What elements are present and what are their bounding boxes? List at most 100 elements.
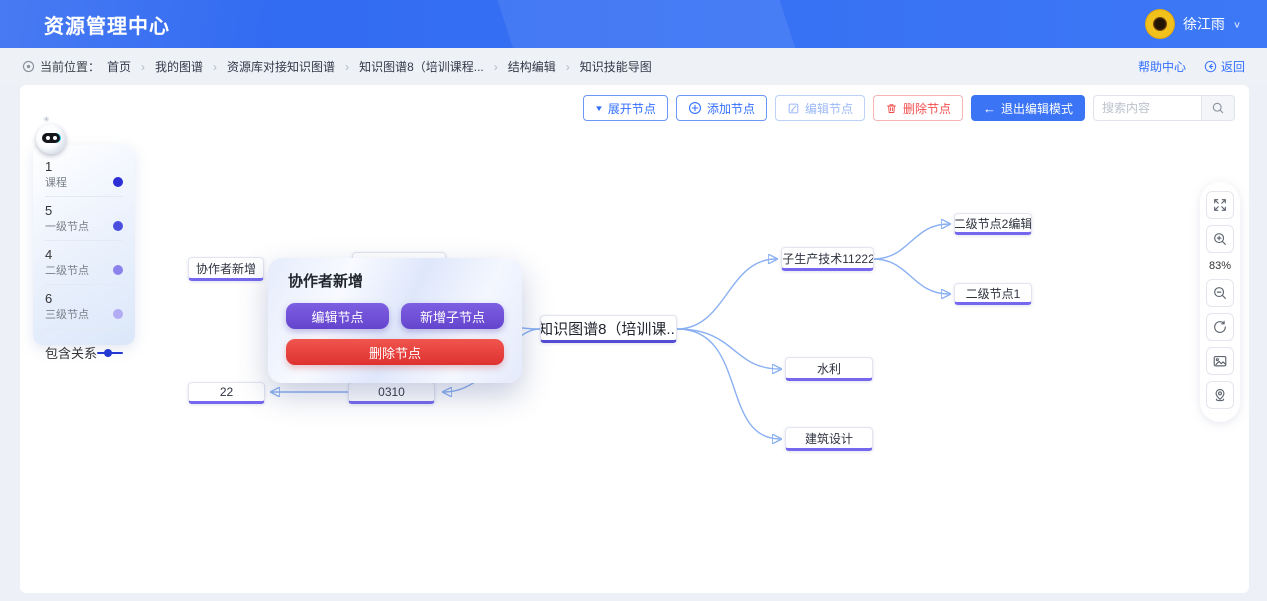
node-seed-production[interactable]: 种子生产技术11222... <box>781 247 874 271</box>
user-menu[interactable]: 徐江雨 ∨ <box>1144 0 1241 48</box>
mindmap-canvas[interactable]: ▼ 展开节点 添加节点 编辑节点 删除节点 ← 退出编辑模式 <box>20 85 1249 593</box>
legend-color-dot <box>113 221 123 231</box>
node-label: 建筑设计 <box>804 431 853 446</box>
legend-count: 5 <box>45 203 53 218</box>
edit-node-button[interactable]: 编辑节点 <box>774 95 865 121</box>
breadcrumb-item-home[interactable]: 首页 <box>107 60 132 74</box>
legend-label: 课程 <box>45 177 67 189</box>
legend-count: 4 <box>45 247 53 262</box>
breadcrumb-item-structure-edit[interactable]: 结构编辑 <box>507 60 556 74</box>
node-root[interactable]: 知识图谱8（培训课... <box>540 315 677 343</box>
search-icon <box>1211 101 1225 115</box>
node-architecture[interactable]: 建筑设计 <box>785 427 873 451</box>
zoom-in-button[interactable] <box>1206 225 1234 253</box>
zoom-out-icon <box>1212 285 1228 301</box>
edit-node-label: 编辑节点 <box>804 101 853 116</box>
search-group <box>1093 95 1235 121</box>
breadcrumb: 当前位置： 首页 › 我的图谱 › 资源库对接知识图谱 › 知识图谱8（培训课程… <box>22 58 1138 75</box>
breadcrumb-item-my-graphs[interactable]: 我的图谱 <box>155 60 204 74</box>
legend-label: 二级节点 <box>45 265 89 277</box>
dropdown-triangle-icon: ▼ <box>594 103 604 113</box>
popup-edit-node-button[interactable]: 编辑节点 <box>286 303 389 329</box>
edge <box>676 259 776 330</box>
chevron-down-icon: ∨ <box>1232 19 1241 30</box>
app-header: 资源管理中心 徐江雨 ∨ <box>0 0 1267 48</box>
node-0310[interactable]: 0310 <box>348 382 435 404</box>
node-label: 协作者新增 <box>195 261 256 276</box>
breadcrumb-separator: › <box>493 59 498 74</box>
popup-add-child-button[interactable]: 新增子节点 <box>401 303 504 329</box>
back-link[interactable]: 返回 <box>1204 58 1245 75</box>
node-level2-edit[interactable]: 二级节点2编辑 <box>954 213 1032 235</box>
node-collaborator[interactable]: 协作者新增 <box>188 257 264 281</box>
sparkle-icon: ✳ <box>43 115 50 124</box>
zoom-in-icon <box>1212 231 1228 247</box>
map-pin-icon <box>1212 387 1228 403</box>
node-level2-1[interactable]: 二级节点1 <box>954 283 1032 305</box>
expand-arrows-icon <box>1212 197 1228 213</box>
legend-item-level2: 4 二级节点 <box>45 245 123 285</box>
add-node-label: 添加节点 <box>706 101 755 116</box>
legend-color-dot <box>113 309 123 319</box>
back-circle-arrow-icon <box>1204 60 1217 73</box>
exit-edit-mode-button[interactable]: ← 退出编辑模式 <box>970 95 1085 121</box>
robot-assistant-icon[interactable]: ✳ <box>36 115 66 154</box>
reset-view-button[interactable] <box>1206 313 1234 341</box>
node-22[interactable]: 22 <box>188 382 265 404</box>
legend-label: 三级节点 <box>45 309 89 321</box>
arrow-left-icon: ← <box>982 100 996 116</box>
help-center-link[interactable]: 帮助中心 <box>1137 60 1186 74</box>
breadcrumb-item-skill-map[interactable]: 知识技能导图 <box>579 60 652 74</box>
legend-item-level1: 5 一级节点 <box>45 201 123 241</box>
node-label: 知识图谱8（培训课... <box>540 320 677 338</box>
zoom-out-button[interactable] <box>1206 279 1234 307</box>
legend-color-dot <box>113 265 123 275</box>
export-image-button[interactable] <box>1206 347 1234 375</box>
delete-node-label: 删除节点 <box>902 101 951 116</box>
legend-item-level3: 6 三级节点 <box>45 289 123 329</box>
app-title: 资源管理中心 <box>44 15 170 38</box>
expand-node-button[interactable]: ▼ 展开节点 <box>583 95 668 121</box>
user-avatar[interactable] <box>1144 9 1175 39</box>
popup-title: 协作者新增 <box>288 273 364 290</box>
add-node-button[interactable]: 添加节点 <box>675 95 767 121</box>
edge <box>872 224 949 260</box>
breadcrumb-item-graph8[interactable]: 知识图谱8（培训课程... <box>359 60 484 74</box>
exit-edit-mode-label: 退出编辑模式 <box>1000 101 1073 116</box>
edge <box>872 258 949 294</box>
node-label: 二级节点1 <box>965 286 1021 301</box>
node-label: 水利 <box>816 361 841 376</box>
location-icon <box>22 60 35 73</box>
expand-node-label: 展开节点 <box>607 101 656 116</box>
breadcrumb-item-repo-graph[interactable]: 资源库对接知识图谱 <box>227 60 336 74</box>
locate-center-button[interactable] <box>1206 381 1234 409</box>
search-input[interactable] <box>1093 95 1201 121</box>
node-water[interactable]: 水利 <box>785 357 873 381</box>
view-tool-rail: 83% <box>1200 182 1240 422</box>
breadcrumb-separator: › <box>345 59 350 74</box>
fit-screen-button[interactable] <box>1206 191 1234 219</box>
edit-icon <box>787 102 800 115</box>
node-label: 二级节点2编辑 <box>954 216 1032 231</box>
breadcrumb-bar: 当前位置： 首页 › 我的图谱 › 资源库对接知识图谱 › 知识图谱8（培训课程… <box>0 48 1267 85</box>
legend-count: 6 <box>45 291 53 306</box>
zoom-percent: 83% <box>1208 260 1232 272</box>
edge <box>676 328 780 439</box>
back-label: 返回 <box>1220 60 1245 74</box>
search-button[interactable] <box>1201 95 1235 121</box>
popup-delete-node-button[interactable]: 删除节点 <box>286 339 504 365</box>
breadcrumb-separator: › <box>213 59 218 74</box>
relation-line-dot-icon <box>97 348 123 358</box>
legend-color-dot <box>113 177 123 187</box>
legend-label: 一级节点 <box>45 221 89 233</box>
delete-node-button[interactable]: 删除节点 <box>872 95 963 121</box>
legend-relation-label: 包含关系 <box>45 346 98 361</box>
node-label: 22 <box>219 385 234 399</box>
image-icon <box>1212 353 1228 369</box>
breadcrumb-label: 当前位置： <box>40 60 101 74</box>
legend-count: 1 <box>45 159 53 174</box>
legend-panel: 1 课程 5 一级节点 4 二级节点 6 三级节点 <box>33 145 135 361</box>
edge <box>676 328 780 369</box>
plus-circle-icon <box>688 101 702 115</box>
node-context-popup: 协作者新增 编辑节点 新增子节点 删除节点 <box>268 258 522 383</box>
